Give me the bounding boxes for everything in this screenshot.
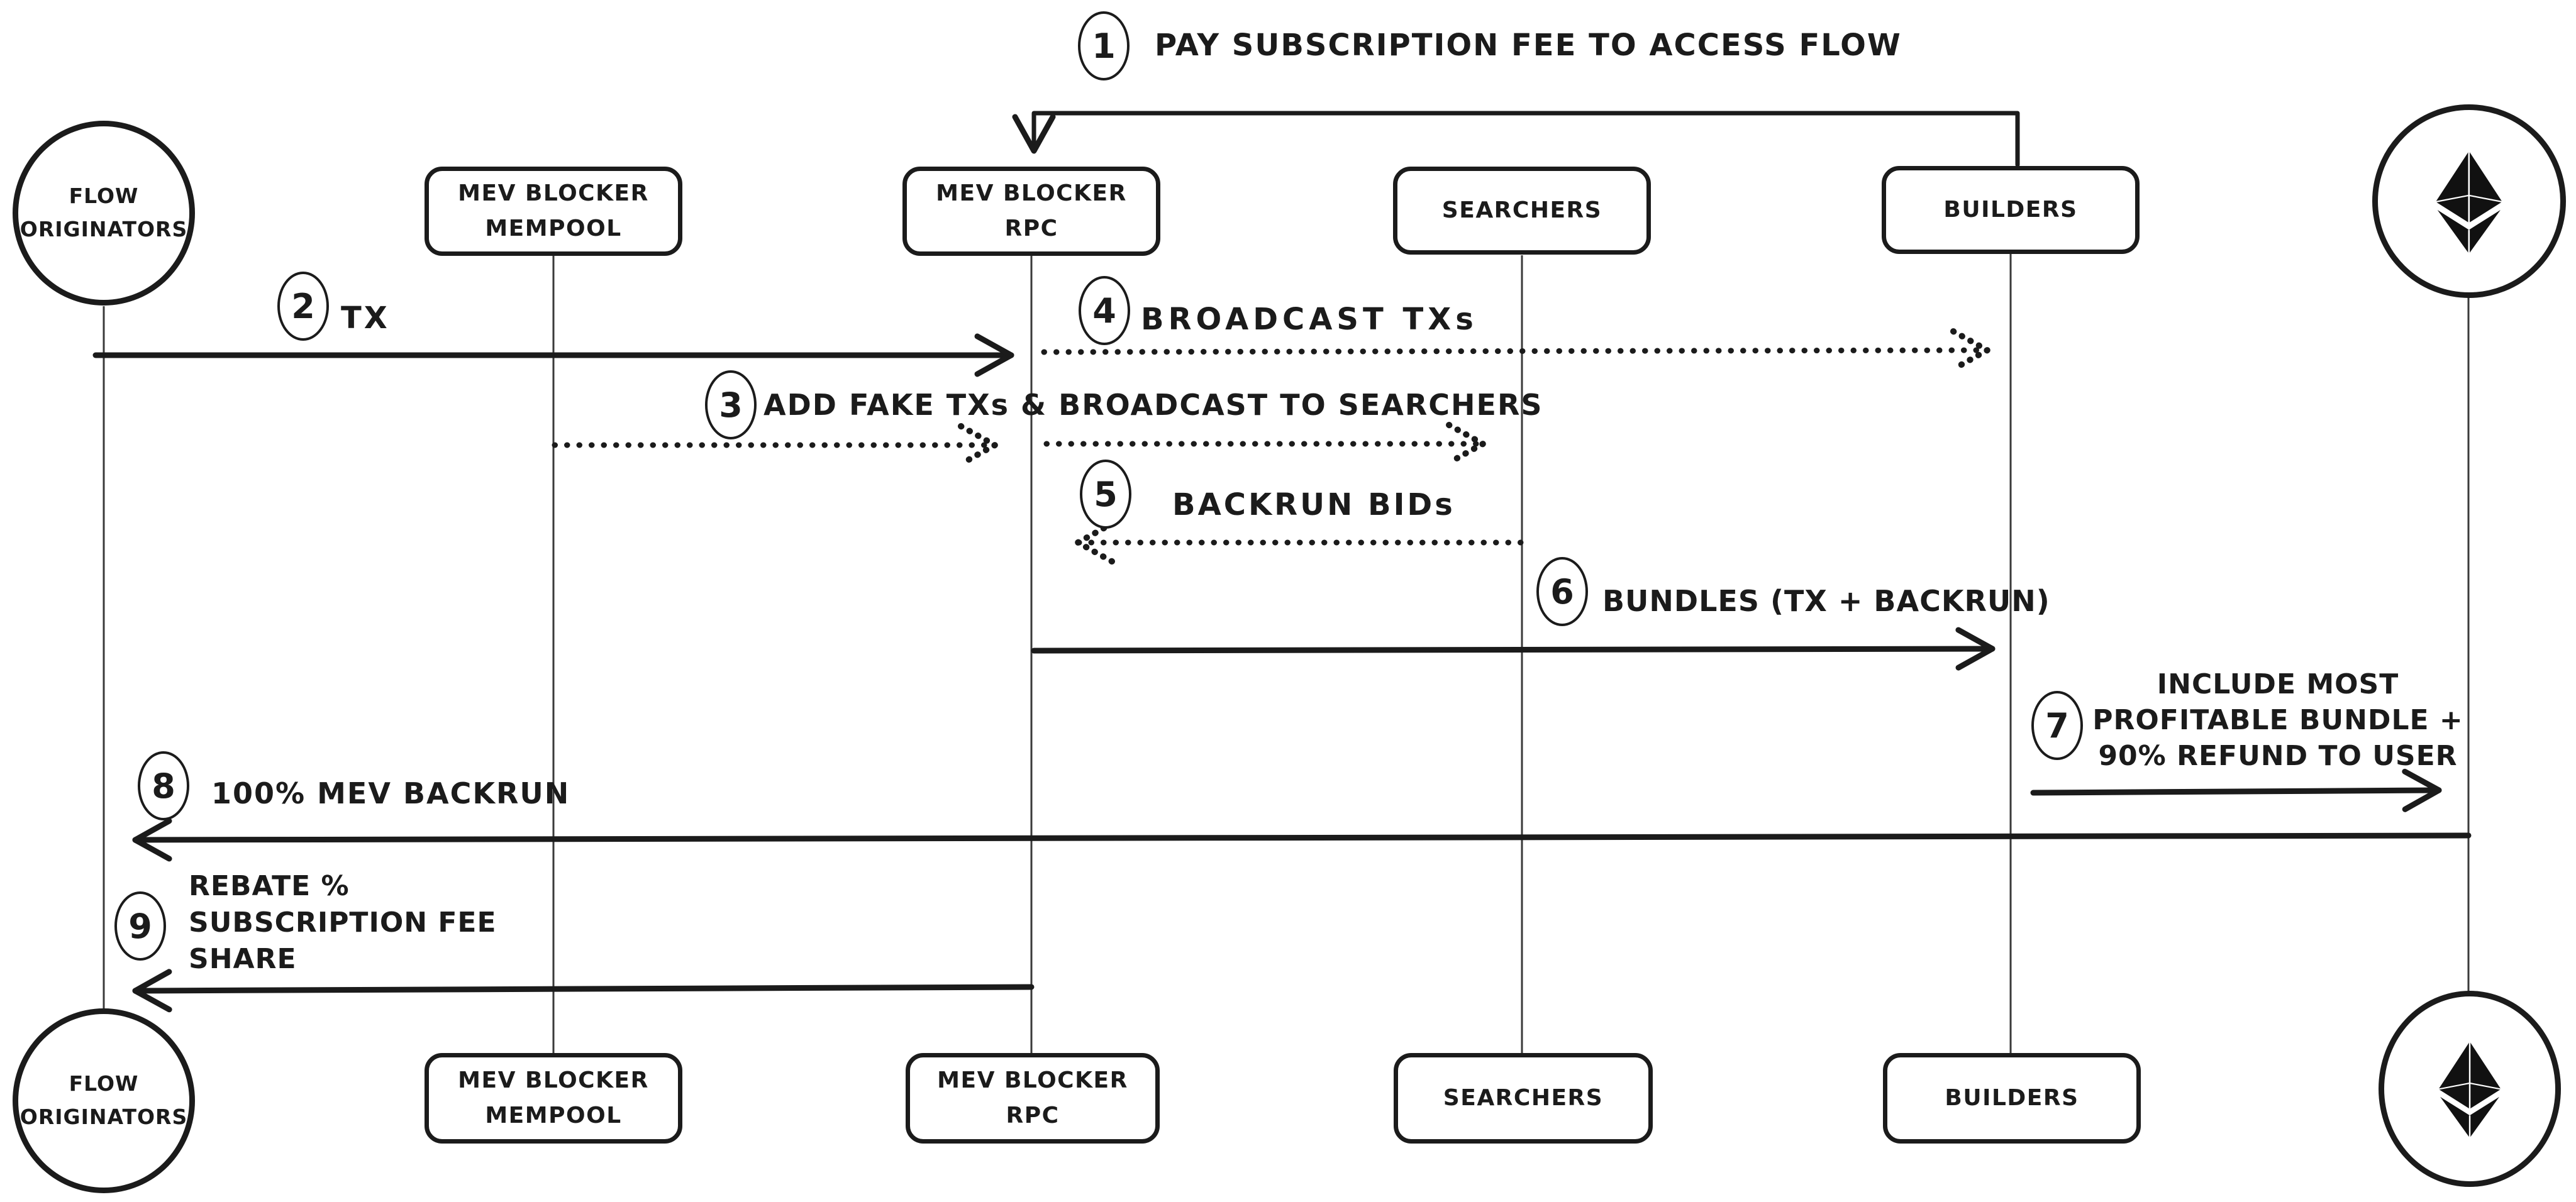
arrow-bundles	[1031, 627, 1996, 671]
step-4-badge: 4	[1079, 276, 1130, 345]
entity-label: MEV BLOCKER RPC	[936, 180, 1127, 241]
step-7-label-line-2: PROFITABLE BUNDLE +	[2092, 704, 2463, 736]
step-2-badge: 2	[277, 272, 329, 341]
step-2-label: TX	[341, 300, 390, 336]
step-7-label-line-1: INCLUDE MOST	[2157, 668, 2399, 700]
step-3-label: ADD FAKE TXs & BROADCAST TO SEARCHERS	[763, 388, 1543, 422]
step-1-label: PAY SUBSCRIPTION FEE TO ACCESS FLOW	[1155, 28, 1902, 63]
entity-label: FLOW ORIGINATORS	[19, 1071, 188, 1129]
step-5-badge: 5	[1080, 460, 1131, 529]
step-8-badge: 8	[138, 751, 189, 820]
step-1-badge: 1	[1078, 11, 1130, 80]
step-9-label-line-1: REBATE %	[189, 870, 350, 902]
step-9-label-line-3: SHARE	[189, 943, 297, 975]
ethereum-logo	[2438, 1042, 2501, 1139]
entity-builders-top: BUILDERS	[1882, 166, 2140, 254]
step-6-badge: 6	[1536, 557, 1588, 626]
entity-label: BUILDERS	[1945, 1085, 2079, 1111]
entity-label: BUILDERS	[1943, 197, 2078, 223]
entity-ethereum-top	[2372, 104, 2566, 298]
step-7-badge: 7	[2031, 691, 2083, 760]
entity-flow-originators-top: FLOW ORIGINATORS	[13, 121, 195, 306]
step-3-badge: 3	[705, 370, 757, 439]
entity-searchers-top: SEARCHERS	[1393, 167, 1651, 255]
step-5-label: BACKRUN BIDs	[1172, 487, 1455, 522]
step-9-badge: 9	[114, 891, 166, 961]
step-8-label: 100% MEV BACKRUN	[211, 776, 570, 810]
entity-searchers-bottom: SEARCHERS	[1394, 1053, 1653, 1144]
entity-mev-blocker-rpc-top: MEV BLOCKER RPC	[902, 167, 1160, 256]
arrow-pay-subscription-fee	[1012, 111, 2020, 167]
entity-label: MEV BLOCKER RPC	[937, 1067, 1128, 1128]
entity-builders-bottom: BUILDERS	[1883, 1053, 2141, 1144]
entity-label: MEV BLOCKER MEMPOOL	[458, 180, 649, 241]
step-4-label: BROADCAST TXs	[1141, 302, 1478, 337]
entity-ethereum-bottom	[2379, 991, 2561, 1187]
step-7-label: INCLUDE MOST PROFITABLE BUNDLE + 90% REF…	[2089, 666, 2467, 774]
step-6-label: BUNDLES (TX + BACKRUN)	[1602, 584, 2050, 618]
step-9-label: REBATE % SUBSCRIPTION FEE SHARE	[189, 868, 497, 978]
ethereum-logo	[2435, 151, 2503, 254]
entity-mev-blocker-rpc-bottom: MEV BLOCKER RPC	[906, 1053, 1160, 1144]
step-9-label-line-2: SUBSCRIPTION FEE	[189, 907, 497, 939]
entity-flow-originators-bottom: FLOW ORIGINATORS	[13, 1008, 195, 1193]
entity-mev-blocker-mempool-bottom: MEV BLOCKER MEMPOOL	[425, 1053, 682, 1144]
entity-label: SEARCHERS	[1441, 197, 1602, 224]
arrow-include-bundle	[2030, 768, 2442, 812]
entity-mev-blocker-mempool-top: MEV BLOCKER MEMPOOL	[425, 167, 682, 256]
arrow-rebate-share	[132, 969, 1035, 1013]
arrow-broadcast-txs	[1041, 350, 1987, 352]
entity-label: FLOW ORIGINATORS	[19, 184, 188, 241]
entity-label: SEARCHERS	[1443, 1085, 1604, 1111]
entity-label: MEV BLOCKER MEMPOOL	[458, 1067, 649, 1128]
arrow-mev-backrun	[132, 818, 2472, 862]
step-7-label-line-3: 90% REFUND TO USER	[2098, 740, 2458, 772]
